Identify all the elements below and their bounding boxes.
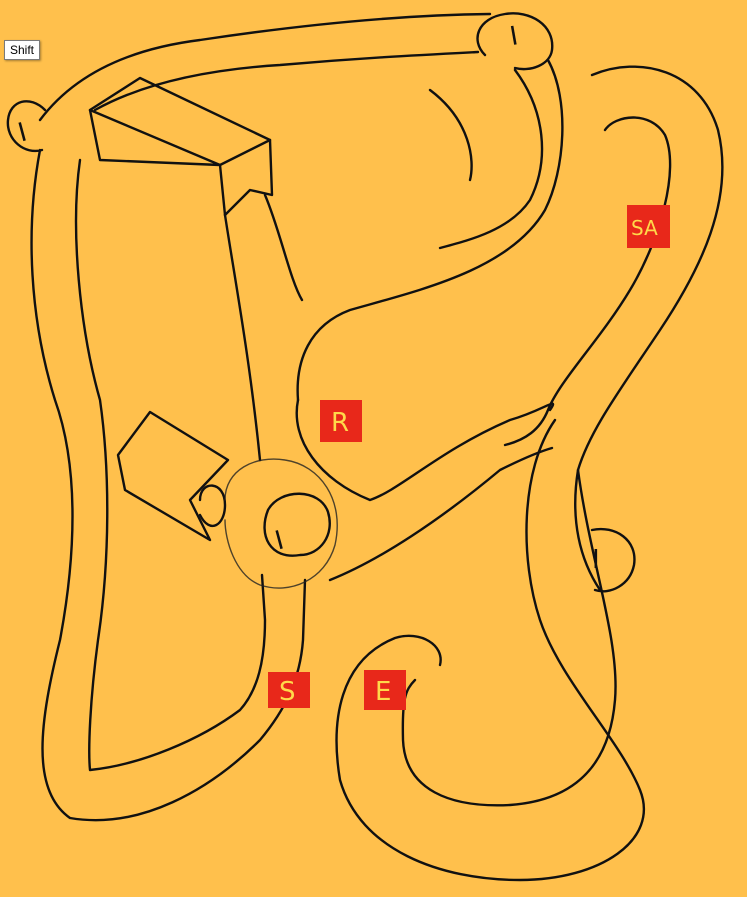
track-mid-curve — [428, 88, 473, 182]
track-column-left — [223, 213, 262, 462]
tag-sa-label: SA — [631, 216, 658, 240]
lower-box-arch — [198, 484, 227, 528]
track-sa-outer — [574, 65, 724, 592]
track-center-upper — [295, 398, 555, 502]
label-i-top: I — [508, 21, 521, 52]
track-center-lower — [328, 446, 554, 582]
end-loop-right — [590, 527, 636, 593]
box-top — [88, 76, 272, 167]
track-left-inner — [74, 158, 267, 772]
label-i-right: I — [592, 545, 600, 575]
hub-outer — [224, 458, 338, 589]
end-loop-top — [476, 12, 554, 71]
tag-r — [320, 400, 362, 442]
track-top-outer — [38, 12, 492, 122]
tag-s — [268, 672, 310, 708]
hub-center — [263, 492, 331, 557]
end-loop-top-left — [6, 100, 47, 153]
tag-r-label: R — [331, 408, 349, 438]
label-i-center: I — [272, 526, 287, 557]
box-front — [88, 108, 227, 217]
track-sa-inner — [503, 116, 672, 447]
lower-box — [116, 410, 230, 542]
track-column-right — [263, 193, 304, 302]
track-e-inner — [401, 468, 617, 807]
track-left-outer — [30, 148, 307, 822]
tag-e-label: E — [375, 677, 391, 707]
tag-sa — [627, 205, 670, 248]
track-e-outer — [335, 418, 646, 882]
box-side — [223, 138, 274, 217]
track-top-right-outer — [296, 58, 564, 402]
tag-s-label: S — [279, 677, 296, 707]
tag-e — [364, 670, 406, 710]
track-top-inner — [93, 50, 480, 112]
shift-key-chip: Shift — [4, 40, 41, 60]
track-top-right-inner — [438, 68, 544, 250]
